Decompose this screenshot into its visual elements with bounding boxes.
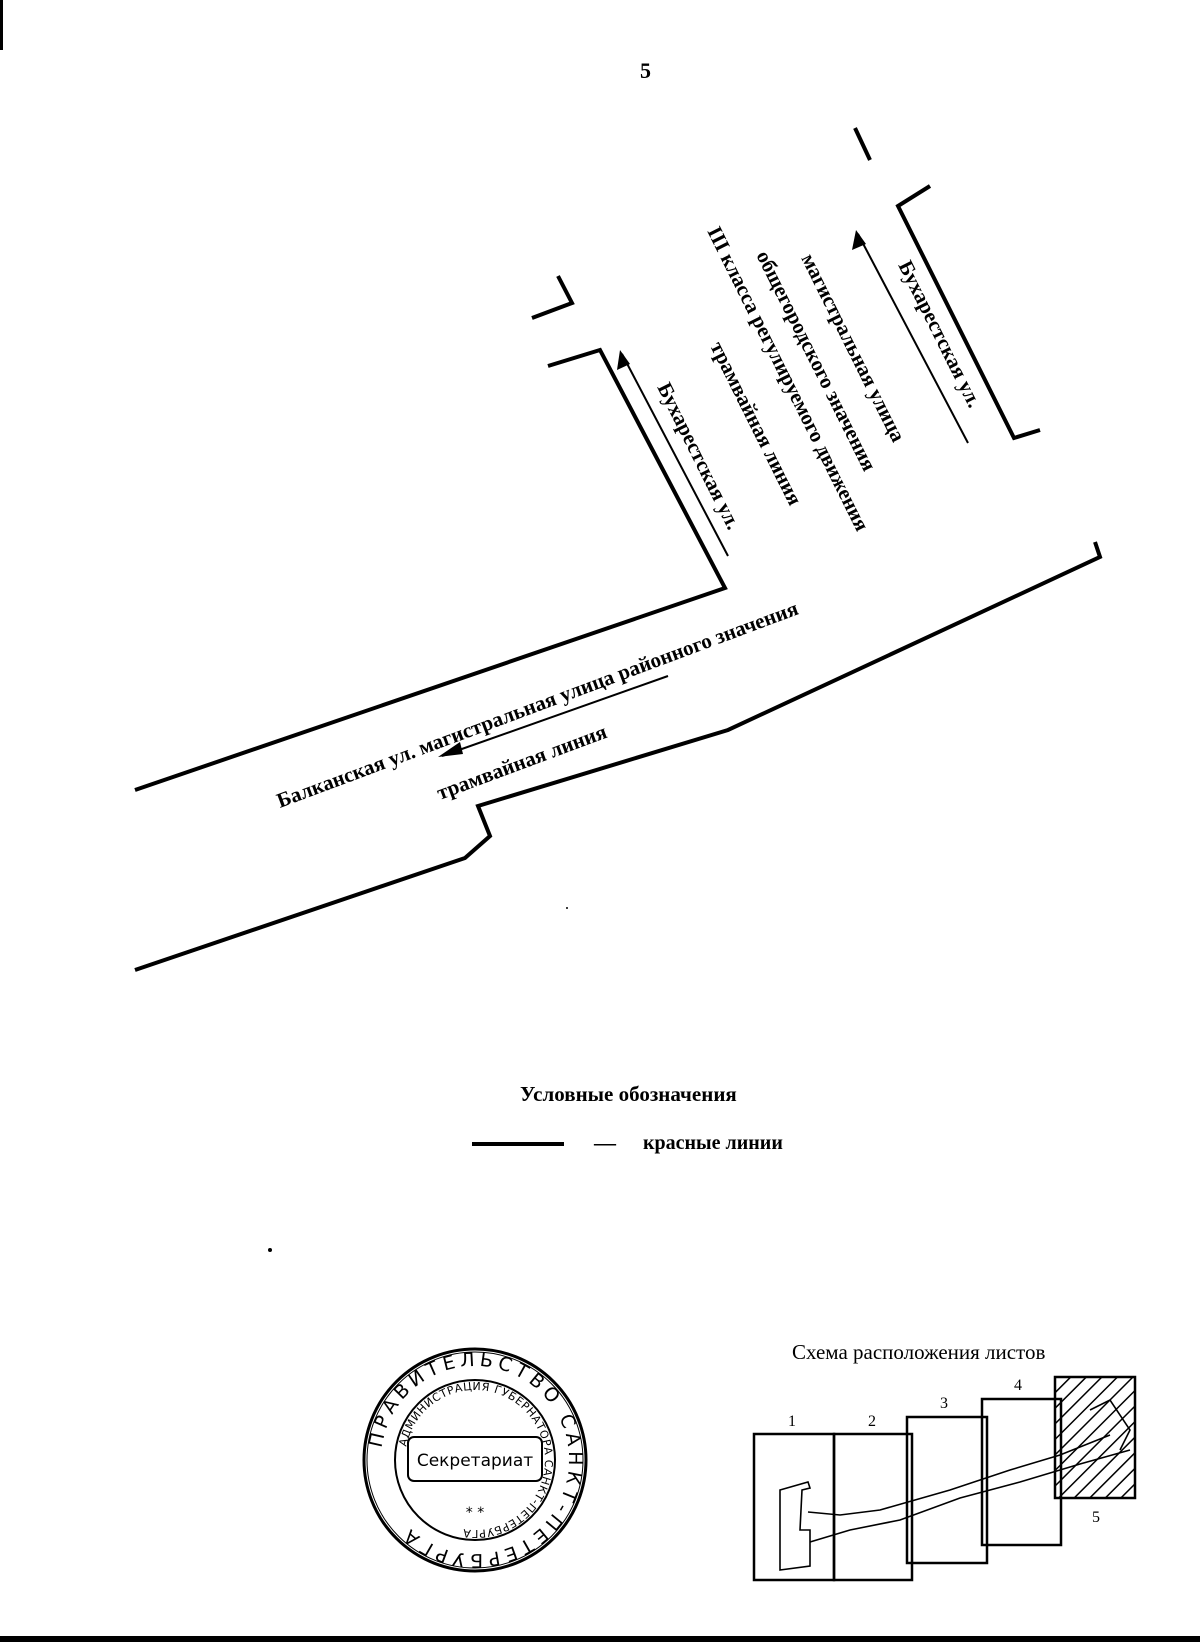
stamp-ring-outer-thin	[366, 1351, 584, 1569]
sheet-3-frame	[905, 1415, 989, 1565]
arrow-head-bukh-upper	[852, 230, 866, 250]
sheet-4-frame	[980, 1397, 1063, 1547]
legend-line-sample	[472, 1142, 564, 1146]
scheme-street-outline	[779, 1398, 1131, 1571]
red-lines-map: Бухарестская ул. Бухарестская ул. магист…	[134, 127, 1103, 972]
arrow-head-bukh-lower	[617, 350, 630, 370]
sheet-2-frame	[832, 1432, 914, 1582]
scheme-outline-sheet5	[1089, 1398, 1131, 1451]
sheet-label-1: 1	[788, 1413, 796, 1430]
scheme-street-line-south	[809, 1449, 1131, 1543]
stamp-ring-middle	[394, 1379, 556, 1541]
red-line-top-tick	[853, 127, 872, 161]
red-lines-group	[134, 127, 1103, 972]
sheet-label-3: 3	[940, 1395, 948, 1412]
red-line-small-corner	[531, 275, 575, 320]
map-labels: Бухарестская ул. Бухарестская ул. магист…	[273, 223, 986, 813]
label-balkan-street: Балканская ул. магистральная улица район…	[273, 596, 801, 813]
sheet-label-4: 4	[1014, 1377, 1022, 1394]
arrow-balkan	[441, 675, 669, 757]
stamp-rings	[362, 1347, 588, 1573]
arrow-head-balkan	[438, 742, 463, 757]
scan-bottom-edge	[0, 1636, 1200, 1642]
legend-item-label: красные линии	[643, 1132, 783, 1154]
arrow-bukh-upper	[857, 233, 969, 444]
red-line-right-block	[895, 184, 1041, 441]
stamp-center-frame	[407, 1436, 543, 1482]
sheet-1-frame	[752, 1432, 836, 1582]
stamp-stars: * *	[466, 1505, 484, 1521]
scan-dot	[566, 907, 568, 909]
legend-title: Условные обозначения	[520, 1082, 737, 1106]
sheet-label-5: 5	[1092, 1509, 1100, 1526]
sheet-label-2: 2	[868, 1413, 876, 1430]
official-stamp: ПРАВИТЕЛЬСТВО САНКТ-ПЕТЕРБУРГА АДМИНИСТР…	[362, 1347, 588, 1573]
sheet-labels: 1 2 3 4 5	[788, 1377, 1100, 1526]
page-number: 5	[640, 58, 651, 83]
sheet-layout-scheme: 1 2 3 4 5	[752, 1375, 1137, 1582]
legend-dash: —	[594, 1130, 616, 1155]
stamp-ring-outer	[362, 1347, 588, 1573]
scheme-title: Схема расположения листов	[792, 1340, 1046, 1364]
direction-arrows	[438, 230, 969, 757]
scan-dot	[268, 1248, 272, 1252]
red-line-left-block	[134, 347, 728, 792]
scan-edge-mark	[0, 0, 3, 50]
sheet-frames	[752, 1375, 1137, 1582]
scheme-outline-sheet1	[779, 1481, 812, 1571]
sheet-5-frame	[1053, 1375, 1137, 1500]
red-line-balkan-south	[134, 541, 1103, 972]
stamp-center-text: Секретариат	[417, 1451, 533, 1471]
label-bukh-lower: Бухарестская ул.	[653, 379, 746, 534]
scheme-street-line-north	[807, 1434, 1111, 1516]
legend-item-red-lines: — красные линии	[470, 1130, 830, 1160]
arrow-bukh-lower	[621, 353, 729, 557]
